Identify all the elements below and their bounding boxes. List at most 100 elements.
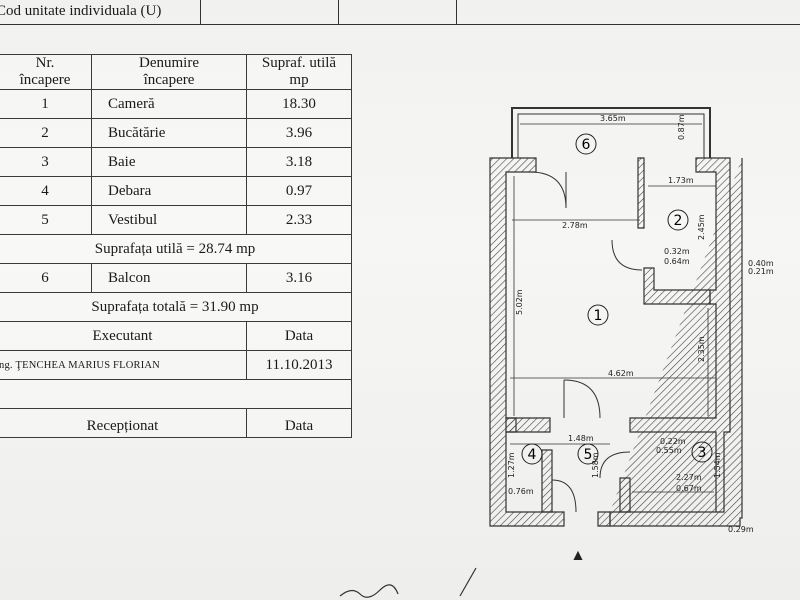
room-marker-1: [587, 304, 609, 326]
floor-plan: 3.65m 0.87m 1.73m 2.45m 2.78m 5.02m 4.62…: [480, 100, 780, 576]
wall-right: [609, 157, 743, 527]
room-nr: 2: [0, 118, 92, 148]
room-area: 3.18: [246, 147, 352, 177]
room-marker-6: [575, 133, 597, 155]
dim-room-width: 4.62m: [608, 369, 634, 378]
wall-bottom-small: [597, 511, 611, 527]
wall-left: [489, 157, 565, 527]
dim-room-right-height: 2.35m: [697, 336, 706, 362]
dim-small-e: 0.22m: [660, 437, 686, 446]
table-header-row: Nr. încapere Denumire încapere Supraf. u…: [0, 54, 352, 90]
room-name: Baie: [108, 153, 136, 170]
executant-name: ng. ŢENCHEA MARIUS FLORIAN: [0, 350, 247, 380]
room-name-cell: Vestibul: [91, 205, 247, 235]
dim-small-b: 0.64m: [664, 257, 690, 266]
storage-door-swing: [551, 479, 577, 513]
executant-label: Executant: [0, 321, 247, 351]
code-cell-2: [338, 0, 457, 25]
dim-bath-width: 2.27m: [676, 473, 702, 482]
receptionat-cell: Recepționat: [0, 408, 247, 438]
dim-balcony-depth: 0.87m: [677, 114, 686, 140]
room-area: 3.96: [246, 118, 352, 148]
dim-room-height: 5.02m: [515, 289, 524, 315]
room-name-cell: Bucătărie: [91, 118, 247, 148]
executant-header-row: Executant Data: [0, 321, 352, 351]
col-name-header-line2: încapere: [143, 72, 195, 88]
dim-small-d: 0.21m: [748, 267, 774, 276]
dim-vestibule-depth: 1.58m: [591, 452, 600, 478]
room-name-cell: Debara: [91, 176, 247, 206]
room-area: 18.30: [246, 89, 352, 119]
room-marker-2: [667, 209, 689, 231]
dim-small-g: 0.67m: [676, 484, 702, 493]
receptionat-row: Recepționat Data: [0, 408, 352, 438]
data-label: Data: [246, 321, 352, 351]
entrance-arrow-icon: [571, 550, 585, 576]
room-name-cell: Baie: [91, 147, 247, 177]
dimension-labels: 3.65m 0.87m 1.73m 2.45m 2.78m 5.02m 4.62…: [507, 114, 774, 534]
col-area-header-line2: mp: [289, 72, 309, 88]
col-area-header-line1: Supraf. utilă: [261, 55, 337, 71]
balcony-outline: [511, 107, 711, 158]
room-markers: 6 2 1 4 5 3: [521, 133, 713, 465]
total-area: Suprafața totală = 31.90 mp: [0, 292, 352, 322]
balcony-name: Balcon: [108, 269, 151, 286]
room-door-swing: [563, 379, 601, 419]
dim-small-f: 0.55m: [656, 446, 682, 455]
room-nr: 5: [0, 205, 92, 235]
table-row: 6 Balcon 3.16: [0, 263, 352, 293]
wall-middle-left: [505, 417, 551, 433]
room-name: Vestibul: [108, 211, 158, 228]
room-number-2: 2: [674, 213, 683, 229]
room-number-3: 3: [698, 445, 707, 461]
header-strip: Cod unitate individuala (U): [0, 0, 800, 26]
room-marker-5: [577, 443, 599, 465]
balcony-door-swing: [529, 171, 567, 209]
room-name-cell: Cameră: [91, 89, 247, 119]
code-label-cell: Cod unitate individuala (U): [0, 0, 201, 25]
floor-plan-drawing: 3.65m 0.87m 1.73m 2.45m 2.78m 5.02m 4.62…: [489, 107, 774, 576]
wall-bath-left: [619, 477, 631, 513]
table-row: 4 Debara 0.97: [0, 176, 352, 206]
table-row: 3 Baie 3.18: [0, 147, 352, 177]
col-nr-header: Nr. încapere: [0, 54, 92, 90]
useful-area-row: Suprafața utilă = 28.74 mp: [0, 234, 352, 264]
col-name-header: Denumire încapere: [91, 54, 247, 90]
wall-kitchen-bottom: [643, 267, 711, 305]
room-number-5: 5: [584, 447, 593, 463]
col-name-header-line1: Denumire: [139, 55, 199, 71]
room-nr: 4: [0, 176, 92, 206]
balcony-nr: 6: [0, 263, 92, 293]
room-name: Cameră: [108, 95, 155, 112]
dim-storage-depth: 1.27m: [507, 452, 516, 478]
area-table: Nr. încapere Denumire încapere Supraf. u…: [0, 54, 352, 438]
balcony-inner: [517, 113, 705, 158]
dim-kitchen-depth: 2.45m: [697, 214, 706, 240]
executant-date: 11.10.2013: [246, 350, 352, 380]
code-cell-1: [200, 0, 339, 25]
kitchen-door-swing: [611, 239, 643, 271]
signature-row: [0, 379, 352, 409]
signature-cell: [0, 379, 352, 409]
room-number-4: 4: [528, 447, 537, 463]
code-label: Cod unitate individuala (U): [0, 3, 162, 19]
receptionat-label: Recepționat: [86, 417, 159, 434]
balcony-area: 3.16: [246, 263, 352, 293]
col-area-header: Supraf. utilă mp: [246, 54, 352, 90]
executant-row: ng. ŢENCHEA MARIUS FLORIAN 11.10.2013: [0, 350, 352, 380]
room-number-1: 1: [594, 308, 603, 324]
dim-storage-width: 0.76m: [508, 487, 534, 496]
room-area: 2.33: [246, 205, 352, 235]
room-nr: 3: [0, 147, 92, 177]
room-name: Debara: [108, 182, 152, 199]
col-nr-header-line2: încapere: [19, 72, 71, 88]
balcony-name-cell: Balcon: [91, 263, 247, 293]
room-marker-3: [691, 441, 713, 463]
table-row: 5 Vestibul 2.33: [0, 205, 352, 235]
table-row: 1 Cameră 18.30: [0, 89, 352, 119]
code-cell-3: [456, 0, 800, 25]
receptionat-date-cell: Data: [246, 408, 352, 438]
dim-kitchen-width: 1.73m: [668, 176, 694, 185]
room-area: 0.97: [246, 176, 352, 206]
